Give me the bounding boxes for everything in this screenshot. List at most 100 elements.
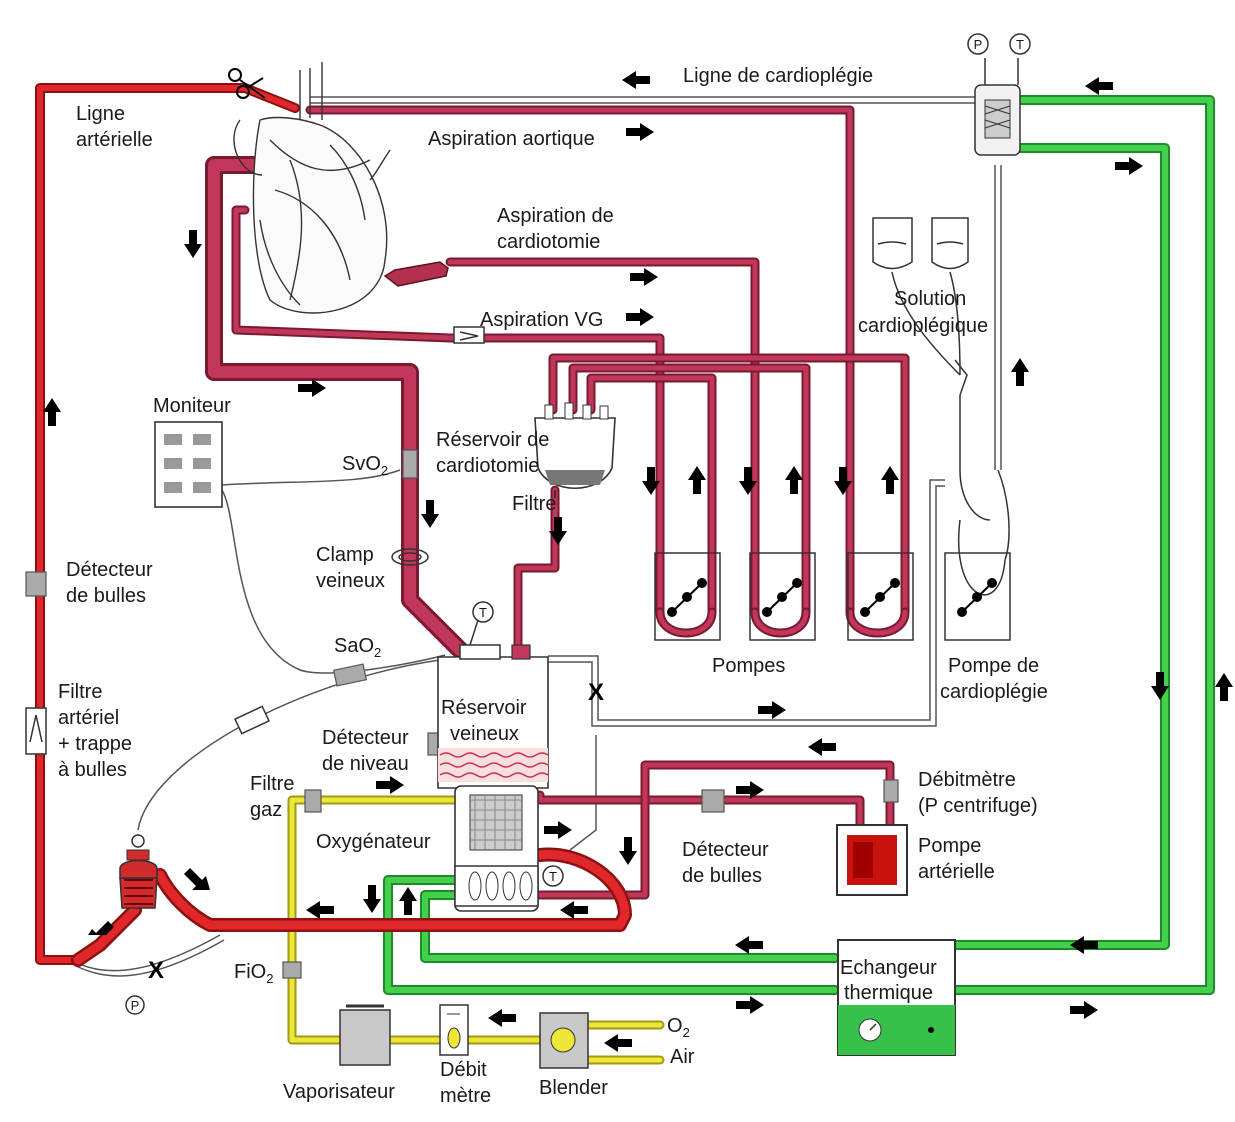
check-valves bbox=[25, 326, 485, 755]
bubble-detector-left bbox=[25, 571, 47, 597]
temperature-mark-oxygenator: T bbox=[549, 869, 557, 884]
label-debitmetre-p-1: Débitmètre bbox=[918, 769, 1016, 791]
roller-pumps bbox=[654, 552, 1011, 641]
arrow-right bbox=[626, 123, 654, 141]
label-ligne-arterielle-1: Ligne bbox=[76, 103, 125, 125]
cardiotomy-suction-tip bbox=[383, 261, 449, 287]
label-echangeur-2: thermique bbox=[844, 982, 933, 1004]
label-blender: Blender bbox=[539, 1077, 608, 1099]
label-moniteur: Moniteur bbox=[153, 395, 231, 417]
arrow-right bbox=[1115, 157, 1143, 175]
arrow-right bbox=[736, 996, 764, 1014]
oxygenator bbox=[454, 785, 564, 912]
arrow-left bbox=[1070, 936, 1098, 954]
arrow-down bbox=[1151, 672, 1169, 700]
arrow-diagonal bbox=[184, 868, 210, 890]
arrow-up bbox=[688, 466, 706, 494]
arrow-left bbox=[1085, 77, 1113, 95]
arrow-right bbox=[1070, 1001, 1098, 1019]
flow-arrows bbox=[43, 71, 1233, 1052]
label-aspiration-vg: Aspiration VG bbox=[480, 309, 603, 331]
label-reservoir-cardio-2: cardiotomie bbox=[436, 455, 539, 477]
label-pompe-arterielle-1: Pompe bbox=[918, 835, 981, 857]
arrow-right bbox=[544, 821, 572, 839]
label-debit-metre-1: Débit bbox=[440, 1059, 487, 1081]
heat-exchanger-water-lines bbox=[383, 95, 1215, 995]
label-pompe-arterielle-2: artérielle bbox=[918, 861, 995, 883]
arterial-pump bbox=[836, 824, 908, 896]
label-filtre-arteriel-1: Filtre bbox=[58, 681, 102, 703]
label-detecteur-bulles-mid-2: de bulles bbox=[682, 865, 762, 887]
label-solution-2: cardioplégique bbox=[858, 315, 988, 337]
arrow-left bbox=[488, 1009, 516, 1027]
arterial-filter-bubble-trap: P bbox=[119, 834, 158, 1015]
label-aspiration-aortique: Aspiration aortique bbox=[428, 128, 595, 150]
label-detecteur-bulles-left-1: Détecteur bbox=[66, 559, 153, 581]
arrow-right bbox=[626, 308, 654, 326]
label-sao2: SaO2 bbox=[334, 635, 381, 660]
label-filtre-arteriel-2: artériel bbox=[58, 707, 119, 729]
arrow-up bbox=[1011, 358, 1029, 386]
arrow-up bbox=[1215, 673, 1233, 701]
arrow-up bbox=[43, 398, 61, 426]
label-vaporisateur: Vaporisateur bbox=[283, 1081, 395, 1103]
label-detecteur-bulles-left-2: de bulles bbox=[66, 585, 146, 607]
label-debitmetre-p-2: (P centrifuge) bbox=[918, 795, 1038, 817]
vaporizer bbox=[339, 1004, 391, 1066]
arrow-down bbox=[642, 467, 660, 495]
label-svo2: SvO2 bbox=[342, 453, 388, 478]
heart-illustration bbox=[233, 62, 391, 314]
label-debit-metre-2: mètre bbox=[440, 1085, 491, 1107]
clamp-x-right: X bbox=[588, 679, 604, 706]
arrow-down bbox=[834, 467, 852, 495]
arrow-right bbox=[736, 781, 764, 799]
arrow-down bbox=[619, 837, 637, 865]
monitor-device bbox=[154, 421, 223, 508]
label-pompe-cardio-2: cardioplégie bbox=[940, 681, 1048, 703]
blender-device bbox=[539, 1012, 589, 1069]
arrow-down bbox=[421, 500, 439, 528]
labels: Ligne artérielle Ligne de cardioplégie A… bbox=[58, 65, 1048, 1107]
arrow-right bbox=[376, 776, 404, 794]
label-pompe-cardio-1: Pompe de bbox=[948, 655, 1039, 677]
label-oxygenateur: Oxygénateur bbox=[316, 831, 431, 853]
cardioplegic-solution-bags bbox=[872, 217, 969, 396]
label-filtre-arteriel-4: à bulles bbox=[58, 759, 127, 781]
label-filtre-gaz-2: gaz bbox=[250, 799, 282, 821]
label-aspiration-cardiotomie-2: cardiotomie bbox=[497, 231, 600, 253]
label-clamp-2: veineux bbox=[316, 570, 385, 592]
arrow-down bbox=[739, 467, 757, 495]
arrow-left bbox=[306, 901, 334, 919]
pump-rollers bbox=[667, 578, 997, 617]
label-reservoir-veineux-2: veineux bbox=[450, 723, 519, 745]
sensors bbox=[25, 449, 899, 979]
pressure-mark-bottom: P bbox=[131, 998, 140, 1013]
temperature-mark-reservoir: T bbox=[479, 605, 487, 620]
thermal-heat-exchanger bbox=[837, 939, 956, 1056]
label-reservoir-cardio-1: Réservoir de bbox=[436, 429, 549, 451]
clamp-x-bottom: X bbox=[148, 957, 164, 984]
label-fio2: FiO2 bbox=[234, 961, 273, 986]
label-clamp-1: Clamp bbox=[316, 544, 374, 566]
flowmeter-centrifugal bbox=[883, 779, 899, 803]
label-aspiration-cardiotomie-1: Aspiration de bbox=[497, 205, 614, 227]
scissors-icon bbox=[228, 68, 266, 99]
arrow-up bbox=[399, 887, 417, 915]
label-ligne-cardioplegie: Ligne de cardioplégie bbox=[683, 65, 873, 87]
pressure-mark-label: P bbox=[974, 37, 983, 52]
arrow-left bbox=[622, 71, 650, 89]
arrow-up bbox=[881, 466, 899, 494]
venous-clamp bbox=[391, 548, 429, 566]
cardiotomy-reservoir bbox=[534, 402, 616, 498]
flowmeter-gas bbox=[439, 1004, 469, 1056]
arrow-right bbox=[758, 701, 786, 719]
label-detecteur-niveau-1: Détecteur bbox=[322, 727, 409, 749]
arrow-left bbox=[735, 936, 763, 954]
label-detecteur-bulles-mid-1: Détecteur bbox=[682, 839, 769, 861]
arrow-right bbox=[630, 268, 658, 286]
arrow-down bbox=[184, 230, 202, 258]
svo2-sensor bbox=[402, 449, 418, 479]
label-filtre-arteriel-3: + trappe bbox=[58, 733, 132, 755]
arterial-filter-small bbox=[25, 707, 47, 755]
